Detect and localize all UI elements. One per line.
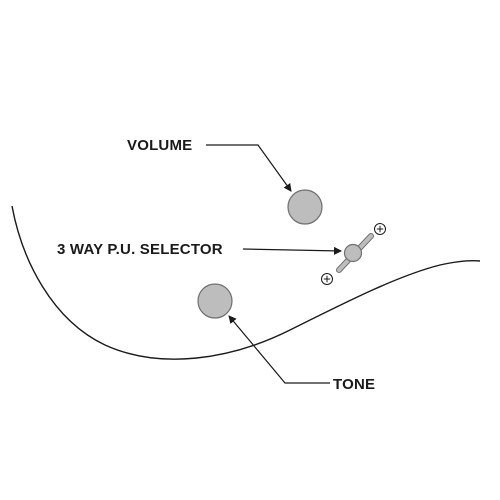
plus-circle-icon [374, 223, 386, 235]
volume-leader-line [206, 144, 292, 192]
tone-label: TONE [333, 376, 375, 393]
volume-knob [287, 189, 323, 225]
tone-leader-line [228, 315, 330, 384]
volume-label: VOLUME [127, 137, 192, 154]
selector-leader-line [242, 246, 342, 255]
selector-label: 3 WAY P.U. SELECTOR [57, 241, 223, 258]
selector-hub [343, 243, 363, 263]
plus-circle-icon [321, 273, 333, 285]
pickup-selector-switch [336, 233, 374, 273]
tone-knob [197, 283, 233, 319]
